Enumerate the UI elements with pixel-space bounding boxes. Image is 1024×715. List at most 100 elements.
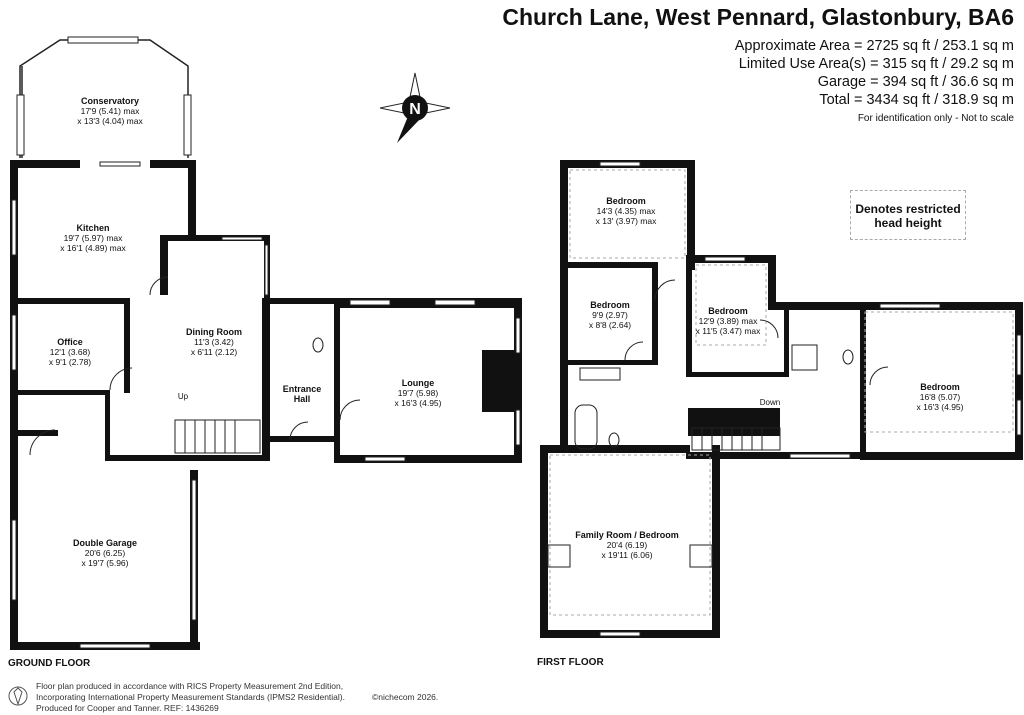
wall <box>568 262 658 268</box>
room-name: Bedroom <box>606 196 646 206</box>
room-dim: 20'6 (6.25) <box>84 548 126 558</box>
legend-line-1: Denotes restricted <box>855 202 961 216</box>
wall <box>514 298 522 463</box>
room-name: Bedroom <box>590 300 630 310</box>
room-dim: 20'4 (6.19) <box>606 540 648 550</box>
toilet <box>312 337 324 353</box>
room-dim: x 13' (3.97) max <box>595 216 657 226</box>
room-dim: 12'9 (3.89) max <box>698 316 758 326</box>
window <box>1016 334 1022 376</box>
room-dim: 14'3 (4.35) max <box>596 206 656 216</box>
restricted-area <box>549 454 711 616</box>
room-conservatory: Conservatory 17'9 (5.41) max x 13'3 (4.0… <box>77 96 142 126</box>
wall <box>334 455 522 463</box>
wall <box>18 430 58 436</box>
room-dim: x 19'7 (5.96) <box>81 558 129 568</box>
room-name: Office <box>57 337 83 347</box>
wall <box>105 390 110 460</box>
bath <box>574 404 598 450</box>
room-dim: x 11'5 (3.47) max <box>695 326 761 336</box>
wall <box>124 298 130 393</box>
wall <box>10 160 18 455</box>
room-dim: x 8'8 (2.64) <box>588 320 632 330</box>
room-dim: x 19'11 (6.06) <box>601 550 653 560</box>
wall <box>18 390 108 395</box>
window <box>704 256 746 262</box>
room-dim: 11'3 (3.42) <box>194 337 234 347</box>
door-arc <box>289 421 309 441</box>
wall <box>334 298 340 461</box>
room-dim: x 16'3 (4.95) <box>916 402 964 412</box>
window <box>434 299 476 306</box>
restricted-area <box>695 264 767 346</box>
room-dim: 12'1 (3.68) <box>49 347 91 357</box>
window <box>11 519 17 601</box>
rics-logo-icon <box>8 686 28 706</box>
room-dim: 19'7 (5.97) max <box>63 233 123 243</box>
window <box>1016 399 1022 436</box>
wall <box>540 445 690 453</box>
wall <box>688 408 780 436</box>
stairs-first <box>691 427 781 451</box>
door-arc <box>759 319 779 339</box>
conservatory-windows <box>16 36 192 156</box>
door-arc <box>149 276 169 296</box>
wall <box>860 310 866 460</box>
scale-note: For identification only - Not to scale <box>857 113 1014 124</box>
room-name: Bedroom <box>920 382 960 392</box>
room-bedroom-3: Bedroom 12'9 (3.89) max x 11'5 (3.47) ma… <box>696 306 761 336</box>
room-name: Entrance <box>282 384 322 394</box>
compass-letter: N <box>409 101 421 118</box>
wall <box>334 298 522 308</box>
room-name: Conservatory <box>80 96 140 106</box>
window <box>79 643 151 649</box>
wall <box>160 235 168 295</box>
window <box>11 314 17 371</box>
wall <box>568 360 658 365</box>
wall <box>860 452 1023 460</box>
footer-notes: Floor plan produced in accordance with R… <box>36 681 345 714</box>
sink <box>579 367 621 381</box>
wall <box>270 436 340 442</box>
wall <box>160 235 270 241</box>
limited-use-area: Limited Use Area(s) = 315 sq ft / 29.2 s… <box>738 56 1014 72</box>
door-arc <box>109 367 133 391</box>
total-area: Total = 3434 sq ft / 318.9 sq m <box>819 92 1014 108</box>
stairs-up-label: Up <box>177 392 189 401</box>
ground-floor-label: GROUND FLOOR <box>8 658 91 669</box>
wall <box>270 298 340 304</box>
room-bedroom-1: Bedroom 14'3 (4.35) max x 13' (3.97) max <box>596 196 657 226</box>
wall <box>18 298 130 304</box>
wall <box>150 160 194 168</box>
wall <box>560 160 568 450</box>
restricted-height-legend: Denotes restricted head height <box>850 190 966 240</box>
wall <box>768 255 776 310</box>
room-dining: Dining Room 11'3 (3.42) x 6'11 (2.12) <box>186 327 242 357</box>
garage-area: Garage = 394 sq ft / 36.6 sq m <box>817 74 1014 90</box>
room-dim: x 16'3 (4.95) <box>394 398 442 408</box>
room-family-room: Family Room / Bedroom 20'4 (6.19) x 19'1… <box>575 530 679 560</box>
room-dim: x 16'1 (4.89) max <box>60 243 126 253</box>
door-arc <box>29 429 56 456</box>
door-arc <box>869 366 889 386</box>
wall <box>784 310 789 377</box>
wall <box>687 160 695 270</box>
wall <box>652 262 658 362</box>
wall <box>686 372 786 377</box>
wall <box>1015 302 1023 460</box>
room-dim: 9'9 (2.97) <box>592 310 628 320</box>
room-dim: x 9'1 (2.78) <box>48 357 92 367</box>
footer-line-1: Floor plan produced in accordance with R… <box>36 681 344 691</box>
room-name: Double Garage <box>72 538 138 548</box>
window <box>264 244 269 296</box>
wall <box>105 455 270 461</box>
room-name: Bedroom <box>708 306 748 316</box>
room-bedroom-4: Bedroom 16'8 (5.07) x 16'3 (4.95) <box>917 382 964 412</box>
window <box>789 453 851 459</box>
wall <box>262 298 270 461</box>
compass-rose: N <box>379 72 451 143</box>
room-dim: 16'8 (5.07) <box>919 392 961 402</box>
window <box>879 303 941 309</box>
wall <box>10 160 80 168</box>
